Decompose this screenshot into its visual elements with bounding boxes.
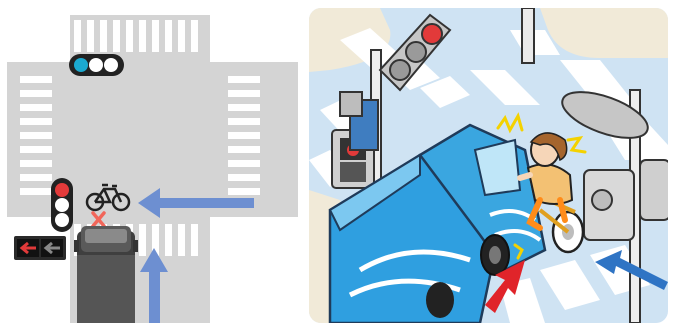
pedestrian-signal-left xyxy=(331,91,379,189)
arrow-signal-panel xyxy=(14,236,66,260)
crosswalk-left xyxy=(20,76,52,195)
signal-green-light xyxy=(74,58,88,72)
impact-marks xyxy=(496,112,587,260)
sidewalk-top-right xyxy=(500,8,668,58)
gray-arrow-icon xyxy=(43,241,60,255)
bicycle-icon xyxy=(85,183,131,212)
vehicle-car xyxy=(74,226,138,323)
truck xyxy=(328,123,547,323)
crosswalk-top xyxy=(74,20,198,52)
cyclist-direction-arrow-right xyxy=(595,250,668,290)
crosswalk-right xyxy=(228,76,260,195)
horizontal-traffic-signal xyxy=(69,54,124,76)
cyclist xyxy=(517,132,585,254)
vehicle-direction-arrow xyxy=(140,248,168,323)
cross-mark-icon xyxy=(91,211,106,228)
left-intersection-panel xyxy=(7,15,298,323)
signal-red-light xyxy=(55,183,69,197)
vertical-traffic-signal xyxy=(51,178,73,232)
truck-wheel-rear xyxy=(426,282,454,318)
red-arrow-icon xyxy=(19,241,36,255)
right-traffic-signal xyxy=(561,89,668,323)
right-illustration-panel xyxy=(309,8,668,323)
cyclist-direction-arrow xyxy=(138,188,254,218)
truck-direction-arrow xyxy=(485,260,525,313)
utility-pole-top xyxy=(521,8,535,64)
